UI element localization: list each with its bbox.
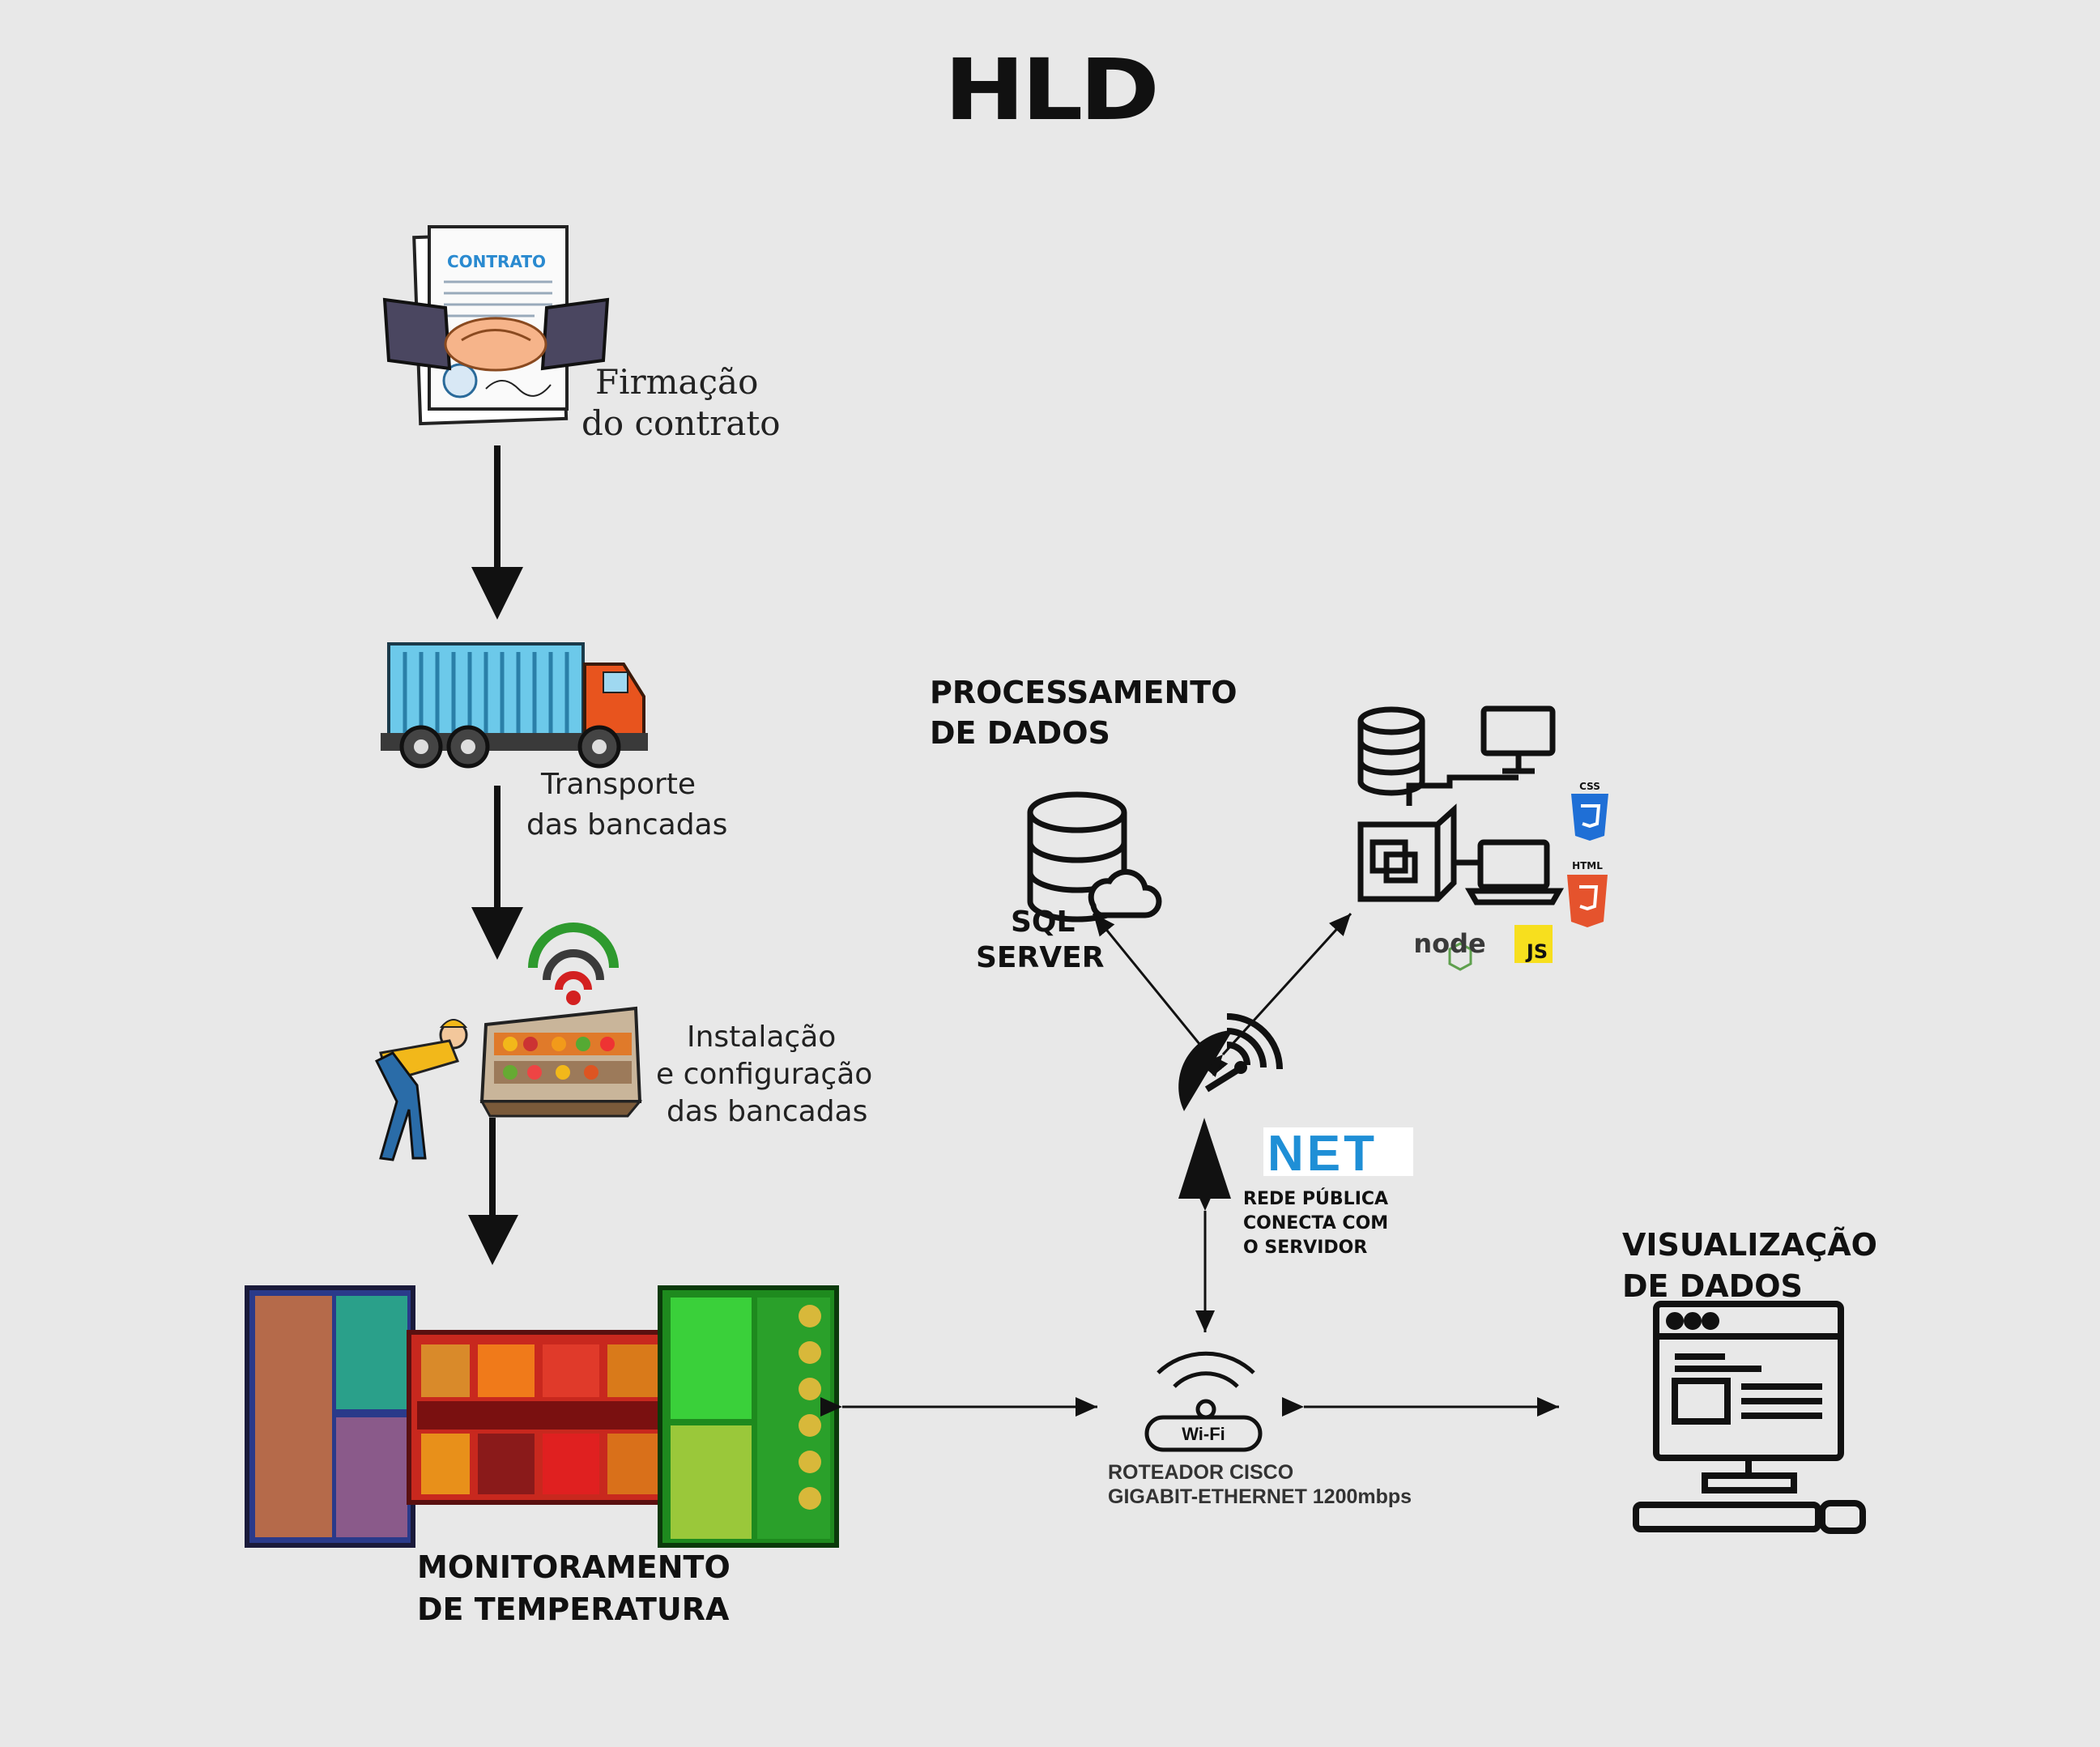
transport-label-line2: das bancadas: [526, 808, 728, 842]
javascript-label: JS: [1525, 940, 1548, 963]
computer-dashboard-icon: [1633, 1301, 1866, 1534]
html5-icon: [1567, 875, 1608, 927]
processing-heading-line1: PROCESSAMENTO: [930, 675, 1237, 710]
install-label-line2: e configuração: [656, 1058, 873, 1091]
install-label-line3: das bancadas: [667, 1095, 868, 1128]
arrow-head: [468, 1215, 518, 1265]
sql-label-line1: SQL: [1011, 905, 1076, 939]
net-caption-line1: REDE PÚBLICA: [1243, 1189, 1389, 1209]
router-caption-line1: ROTEADOR CISCO: [1108, 1461, 1294, 1484]
truck-icon: [381, 642, 648, 769]
sql-label-line2: SERVER: [976, 941, 1105, 974]
nodejs-label: node: [1413, 928, 1485, 959]
wifi-signal-icon: [528, 923, 619, 1005]
nodejs-icon: [1448, 942, 1472, 971]
contract-label-line1: Firmação: [595, 362, 759, 402]
database-cloud-icon: [1027, 791, 1162, 923]
wifi-badge: Wi-Fi: [1182, 1424, 1225, 1444]
net-logo: NET: [1267, 1126, 1378, 1182]
css3-label: CSS: [1579, 781, 1600, 792]
router-caption-line2: GIGABIT-ETHERNET 1200mbps: [1108, 1485, 1412, 1508]
page-title: HLD: [944, 40, 1160, 139]
monitoring-label-line2: DE TEMPERATURA: [417, 1591, 730, 1627]
wifi-router-icon: [1144, 1351, 1263, 1452]
installation-icon: [374, 923, 643, 1161]
html5-label: HTML: [1572, 860, 1603, 871]
net-caption-line3: O SERVIDOR: [1243, 1238, 1368, 1258]
market-stalls-icon: [245, 1285, 839, 1548]
arrow-head: [471, 907, 523, 960]
visualization-heading-line2: DE DADOS: [1622, 1268, 1803, 1304]
net-logo-bg: [1263, 1127, 1413, 1176]
transport-label-line1: Transporte: [541, 768, 696, 801]
css3-icon: [1571, 794, 1608, 841]
javascript-icon: [1514, 925, 1553, 963]
contract-label-line2: do contrato: [581, 403, 781, 443]
contract-badge: CONTRATO: [447, 252, 546, 271]
processing-heading-line2: DE DADOS: [930, 715, 1110, 751]
visualization-heading-line1: VISUALIZAÇÃO: [1622, 1227, 1877, 1263]
net-caption-line2: CONECTA COM: [1243, 1213, 1389, 1234]
install-label-line1: Instalação: [687, 1021, 837, 1054]
contract-icon: CONTRATO: [382, 225, 610, 426]
monitoring-label-line1: MONITORAMENTO: [417, 1549, 731, 1585]
satellite-dish-icon: [1178, 1013, 1283, 1199]
server-network-icon: [1357, 705, 1565, 905]
arrow-head: [471, 567, 523, 620]
